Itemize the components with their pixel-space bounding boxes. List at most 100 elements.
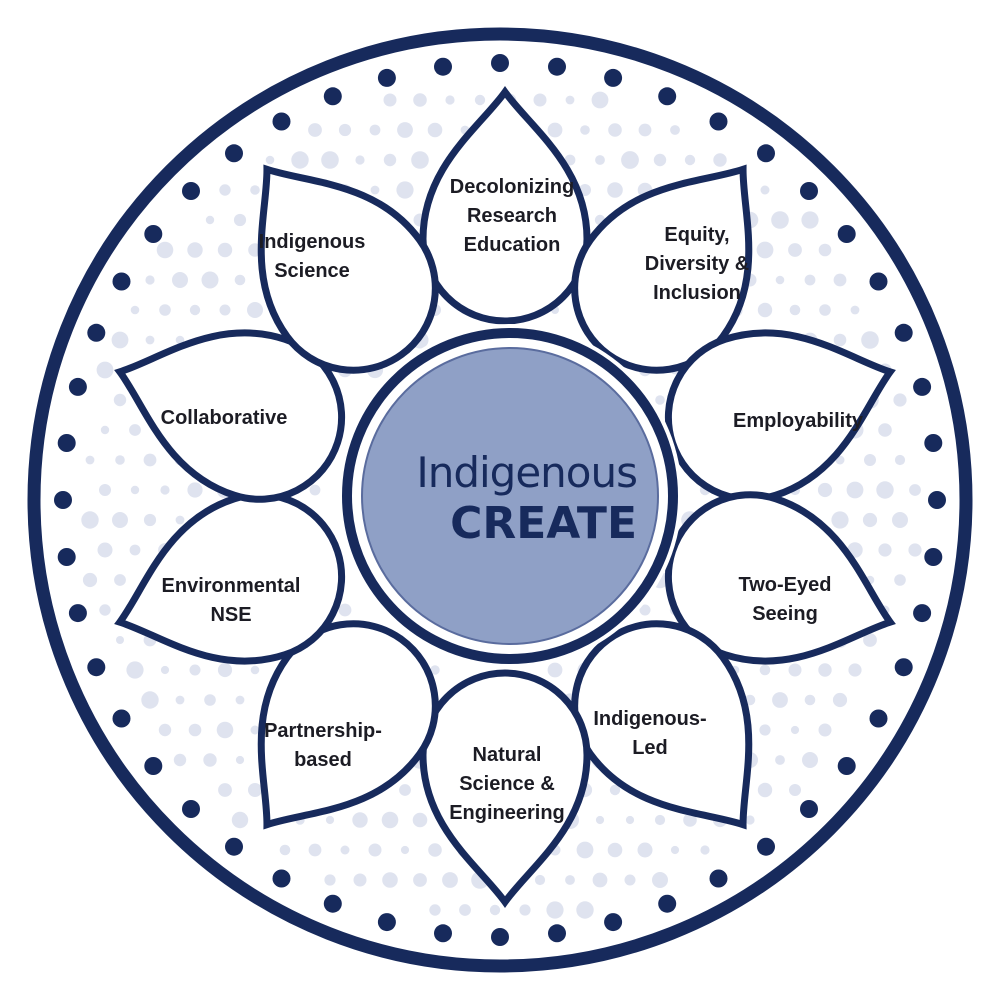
light-dot <box>625 815 635 825</box>
light-dot <box>565 95 575 105</box>
light-dot <box>639 604 651 616</box>
light-dot <box>459 904 471 916</box>
light-dot <box>397 122 413 138</box>
light-dot <box>624 874 636 886</box>
light-dot <box>308 843 322 857</box>
light-dot <box>607 842 623 858</box>
dark-dot <box>112 709 131 728</box>
light-dot <box>370 185 380 195</box>
light-dot <box>683 813 697 827</box>
light-dot <box>564 154 576 166</box>
dark-dot <box>658 87 677 106</box>
light-dot <box>340 845 350 855</box>
petal-label: Collaborative <box>161 407 288 429</box>
dark-dot <box>869 709 888 728</box>
dark-dot <box>225 837 243 856</box>
light-dot <box>818 243 832 257</box>
light-dot <box>383 93 397 107</box>
center-disc <box>361 347 659 645</box>
petal-label-line: Decolonizing <box>450 176 574 198</box>
light-dot <box>850 305 860 315</box>
light-dot <box>818 663 832 677</box>
light-dot <box>175 335 185 345</box>
dark-dot <box>548 924 566 943</box>
light-dot <box>85 455 95 465</box>
light-dot <box>217 662 233 678</box>
light-dot <box>428 843 442 857</box>
light-dot <box>369 124 381 136</box>
petal-shape <box>114 491 346 665</box>
center-title-line1: Indigenous <box>416 448 637 497</box>
light-dot <box>772 692 788 708</box>
light-dot <box>324 874 336 886</box>
light-dot <box>788 243 802 257</box>
petal-label-line: Environmental <box>162 575 301 597</box>
light-dot <box>130 485 140 495</box>
light-dot <box>894 574 906 586</box>
light-dot <box>145 335 155 345</box>
light-dot <box>653 153 667 167</box>
light-dot <box>804 274 816 286</box>
light-dot <box>832 692 848 708</box>
light-dot <box>158 723 172 737</box>
dark-dot <box>87 658 106 677</box>
light-dot <box>218 783 232 797</box>
light-dot <box>145 275 155 285</box>
light-dot <box>580 125 590 135</box>
light-dot <box>205 215 215 225</box>
light-dot <box>99 484 111 496</box>
petal-label-line: Led <box>632 737 668 759</box>
dark-dot <box>434 57 452 76</box>
petal-label-line: Science & <box>459 773 555 795</box>
light-dot <box>802 752 818 768</box>
petals <box>114 85 896 909</box>
light-dot <box>684 154 696 166</box>
light-dot <box>172 272 188 288</box>
dark-dot <box>112 272 131 291</box>
dark-dot <box>837 757 856 775</box>
dark-dot <box>87 323 106 342</box>
light-dot <box>670 845 680 855</box>
light-dot <box>427 122 443 138</box>
light-dot <box>759 664 771 676</box>
petal-label-line: Inclusion <box>653 282 741 304</box>
outer-dot-ring <box>54 54 946 946</box>
petal-label-line: Diversity & <box>645 253 750 275</box>
light-dot <box>338 603 352 617</box>
light-dot <box>892 512 908 528</box>
petal-label: Partnership-based <box>264 720 382 771</box>
light-dot <box>382 872 398 888</box>
dark-dot <box>68 377 87 396</box>
light-dot <box>130 305 140 315</box>
dark-dot <box>323 894 342 913</box>
light-dot <box>113 393 127 407</box>
petal-label-line: Equity, <box>664 224 729 246</box>
light-dot <box>756 241 774 259</box>
light-dot <box>760 185 770 195</box>
dark-dot <box>182 800 200 818</box>
light-dot <box>399 784 411 796</box>
petal-shape <box>419 85 591 325</box>
light-dot <box>411 151 429 169</box>
light-dot <box>757 302 773 318</box>
petal-label: Indigenous-Led <box>593 708 706 759</box>
light-dot <box>291 151 309 169</box>
light-dot <box>547 122 563 138</box>
light-dot <box>863 633 877 647</box>
dark-dot <box>225 144 243 163</box>
light-dot <box>160 485 170 495</box>
light-dot <box>381 811 399 829</box>
light-dot <box>862 512 878 528</box>
light-dot <box>831 511 849 529</box>
light-dot <box>876 481 894 499</box>
light-dot <box>396 181 414 199</box>
light-dot <box>775 275 785 285</box>
light-dot <box>143 453 157 467</box>
light-dot <box>321 151 339 169</box>
light-dot <box>219 184 231 196</box>
light-dot <box>100 425 110 435</box>
